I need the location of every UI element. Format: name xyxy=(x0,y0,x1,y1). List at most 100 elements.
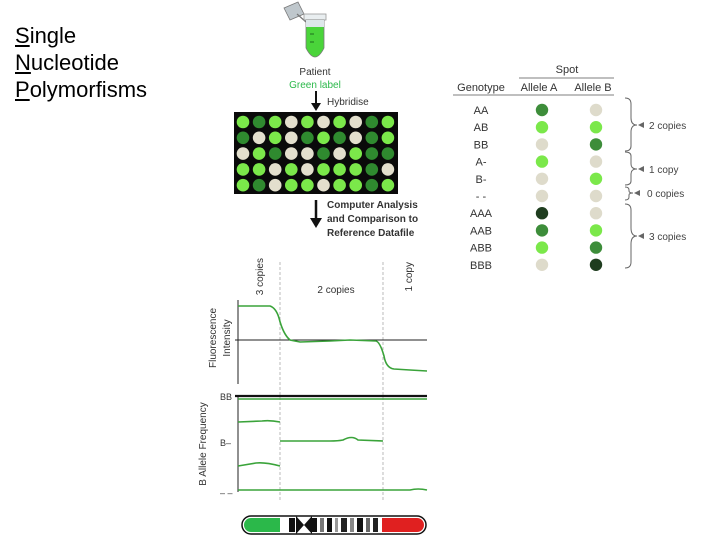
genotype-label: AB xyxy=(474,122,489,134)
copy-label-0-copies: 0 copies xyxy=(647,189,684,200)
microarray-spot xyxy=(301,115,314,129)
sample-tube-icon xyxy=(283,1,327,58)
fluorescence-trace xyxy=(238,305,428,372)
microarray-spot xyxy=(381,115,395,129)
microarray-spot xyxy=(365,115,379,129)
down-arrow-icon xyxy=(310,200,322,228)
genotype-label: A- xyxy=(476,157,487,169)
microarray-spot xyxy=(333,163,346,176)
fluorescence-ylabel-line-2: Intensity xyxy=(222,319,233,356)
allele-b-spot xyxy=(589,258,603,271)
allele-b-spot xyxy=(589,103,603,117)
spot-header: Spot xyxy=(556,64,579,76)
baf-trace-aa xyxy=(238,488,428,491)
baf-tick-b: B– xyxy=(220,438,231,448)
brace-0-copies xyxy=(624,186,634,201)
microarray-spot xyxy=(236,131,250,145)
microarray-spot xyxy=(285,147,298,160)
analysis-line-3: Reference Datafile xyxy=(327,228,415,239)
copy-label-2-copies: 2 copies xyxy=(649,121,686,132)
baf-trace-lower-3-copy xyxy=(237,462,281,467)
genotype-column-header: Genotype xyxy=(457,82,505,94)
microarray-spot xyxy=(252,147,266,160)
allele-b-spot xyxy=(589,189,603,203)
microarray-spot xyxy=(317,178,330,192)
allele-a-spot xyxy=(535,103,549,117)
microarray-spot xyxy=(365,147,379,160)
allele-a-column-header: Allele A xyxy=(521,82,558,94)
chromosome-red-region xyxy=(382,518,412,532)
microarray-spot xyxy=(301,163,314,176)
microarray-spot xyxy=(268,147,282,160)
allele-a-spot xyxy=(535,155,549,168)
slide-title: Single Nucleotide Polymorfisms xyxy=(15,22,147,103)
microarray-spot xyxy=(317,163,330,176)
allele-b-spot xyxy=(589,138,603,151)
microarray-spot xyxy=(252,163,266,176)
microarray-spot xyxy=(268,178,282,192)
microarray-spot xyxy=(381,178,395,192)
chromosome-ideogram xyxy=(241,515,427,535)
microarray-spot xyxy=(301,147,314,160)
allele-a-spot xyxy=(535,121,549,134)
microarray-spot xyxy=(252,131,266,145)
microarray-spot xyxy=(285,163,298,176)
microarray-spot xyxy=(333,147,346,160)
allele-a-spot xyxy=(535,207,549,220)
patient-label: Patient xyxy=(299,67,330,78)
allele-b-spot xyxy=(589,207,603,220)
genotype-label: AA xyxy=(474,105,489,117)
microarray-spot xyxy=(349,147,363,160)
brace-arrow-icons xyxy=(634,122,644,239)
allele-b-spot xyxy=(589,241,603,254)
microarray-spot xyxy=(268,115,282,129)
microarray-spot xyxy=(333,131,346,145)
microarray-spot xyxy=(317,147,330,160)
allele-b-spot xyxy=(589,224,603,237)
microarray-spot xyxy=(301,131,314,145)
genotype-label: BB xyxy=(474,139,489,151)
baf-tick-bb: BB xyxy=(220,392,232,402)
allele-a-spot xyxy=(535,138,549,151)
genotype-label: AAA xyxy=(470,208,493,220)
genotype-label: BBB xyxy=(470,260,492,272)
microarray-spot xyxy=(349,178,363,192)
region-label-2-copies: 2 copies xyxy=(317,285,354,296)
microarray-spot xyxy=(252,115,266,129)
microarray-spot xyxy=(285,178,298,192)
allele-b-spot xyxy=(589,121,603,134)
microarray-spot xyxy=(236,178,250,192)
hybridise-label: Hybridise xyxy=(327,97,369,108)
genotype-label: - - xyxy=(476,191,487,203)
microarray-spot xyxy=(268,131,282,145)
copy-label-1-copy: 1 copy xyxy=(649,165,678,176)
brace-1-copy xyxy=(624,151,638,186)
allele-a-spot xyxy=(535,241,549,254)
microarray-spot xyxy=(381,147,395,160)
title-line-1: Single xyxy=(15,23,77,48)
allele-a-spot xyxy=(535,258,549,271)
microarray-spot xyxy=(365,178,379,192)
microarray-spot xyxy=(236,115,250,129)
microarray-spot xyxy=(236,163,250,176)
baf-ylabel: B Allele Frequency xyxy=(198,402,209,485)
green-label-text: Green label xyxy=(289,80,341,91)
microarray-spot xyxy=(285,131,298,145)
microarray-spot xyxy=(301,178,314,192)
microarray-spot xyxy=(285,115,298,129)
microarray-spot xyxy=(381,163,395,176)
allele-a-spot xyxy=(535,172,549,185)
analysis-line-1: Computer Analysis xyxy=(327,200,418,211)
microarray-spot xyxy=(236,147,250,160)
microarray-spot xyxy=(317,131,330,145)
microarray-spot xyxy=(365,163,379,176)
baf-trace-upper-3-copy xyxy=(237,419,281,423)
allele-b-column-header: Allele B xyxy=(574,82,611,94)
baf-traces xyxy=(237,398,428,491)
copy-label-3-copies: 3 copies xyxy=(649,232,686,243)
allele-b-spot xyxy=(589,172,603,185)
microarray-spot xyxy=(381,131,395,145)
baf-trace-mid-2-copy xyxy=(280,436,384,442)
